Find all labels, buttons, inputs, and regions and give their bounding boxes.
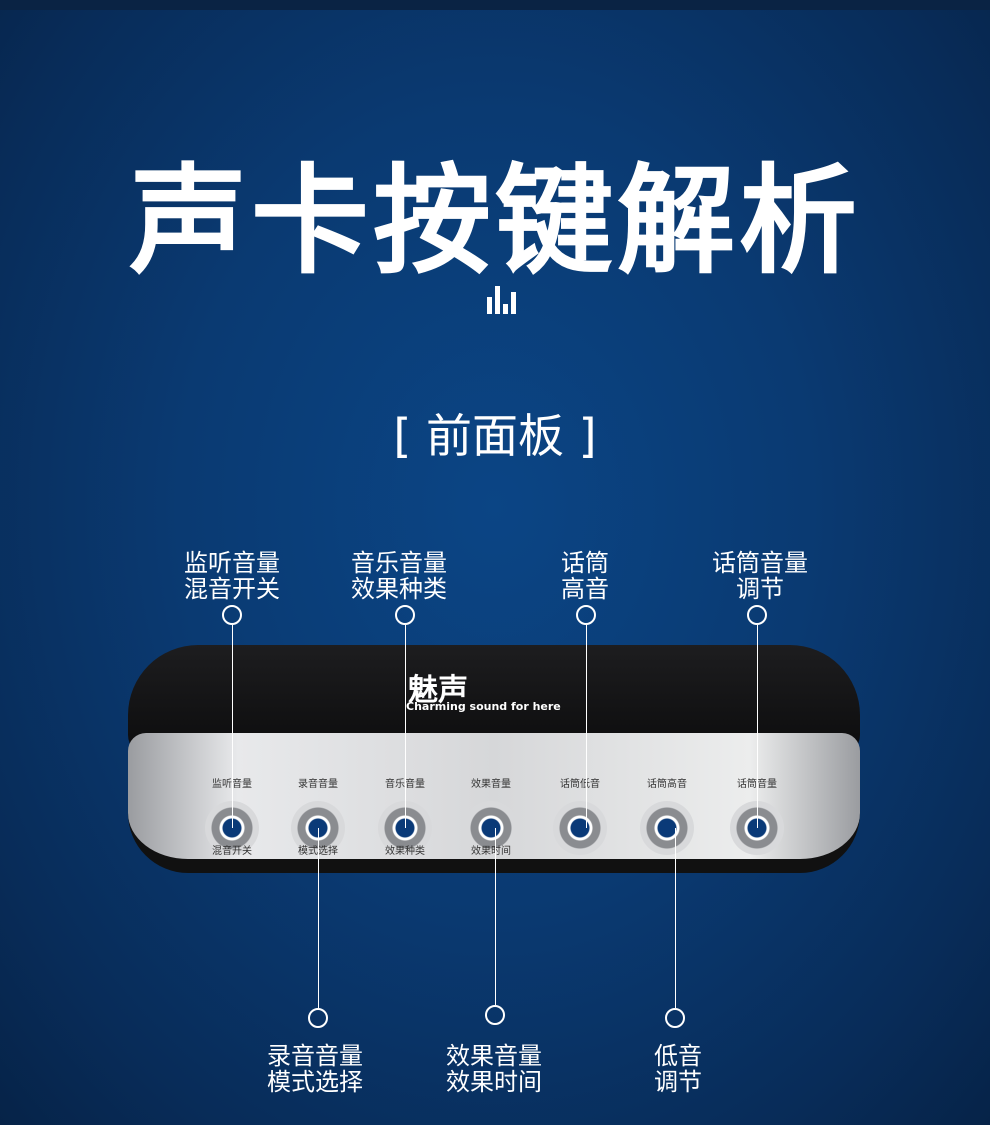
callout-line1: 低音: [654, 1042, 702, 1070]
callout-label: 监听音量混音开关: [162, 550, 302, 602]
knob-label-top: 效果音量: [471, 779, 511, 790]
callout-line1: 录音音量: [267, 1042, 363, 1070]
knob-label-bottom: 效果种类: [385, 846, 425, 857]
callout-line1: 话筒音量: [712, 549, 808, 577]
brand-tagline: Charming sound for here: [406, 700, 561, 713]
callout-label: 音乐音量效果种类: [329, 550, 469, 602]
equalizer-icon: [487, 286, 517, 314]
knob-label-bottom: 混音开关: [212, 846, 252, 857]
callout-line2: 效果时间: [446, 1068, 542, 1096]
callout-marker: [665, 1008, 685, 1028]
callout-marker: [395, 605, 415, 625]
callout-marker: [308, 1008, 328, 1028]
callout-line: [405, 625, 406, 828]
page-title: 声卡按键解析: [128, 152, 861, 290]
top-strip: [0, 0, 990, 10]
callout-line2: 调节: [736, 575, 784, 603]
callout-line: [675, 828, 676, 1008]
callout-label: 话筒音量调节: [690, 550, 830, 602]
callout-line: [232, 625, 233, 828]
callout-marker: [222, 605, 242, 625]
callout-line2: 高音: [561, 575, 609, 603]
callout-line2: 模式选择: [267, 1068, 363, 1096]
knob-label-top: 录音音量: [298, 779, 338, 790]
section-heading: [ 前面板 ]: [393, 409, 597, 463]
callout-line2: 混音开关: [184, 575, 280, 603]
callout-line1: 监听音量: [184, 549, 280, 577]
callout-marker: [485, 1005, 505, 1025]
callout-line1: 效果音量: [446, 1042, 542, 1070]
knob-label-top: 话筒高音: [647, 779, 687, 790]
callout-label: 话筒高音: [515, 550, 655, 602]
callout-line2: 效果种类: [351, 575, 447, 603]
callout-label: 低音调节: [608, 1043, 748, 1095]
callout-line: [757, 625, 758, 828]
callout-line: [318, 828, 319, 1008]
knob-label-top: 话筒低音: [560, 779, 600, 790]
knob-label-bottom: 效果时间: [471, 846, 511, 857]
callout-label: 效果音量效果时间: [424, 1043, 564, 1095]
knob-effect-volume[interactable]: [464, 801, 518, 855]
knob-mic-bass[interactable]: [553, 801, 607, 855]
brand-logo: 魅声: [408, 673, 468, 708]
callout-line: [495, 828, 496, 1005]
callout-line: [586, 625, 587, 828]
callout-marker: [747, 605, 767, 625]
callout-label: 录音音量模式选择: [245, 1043, 385, 1095]
callout-line1: 话筒: [561, 549, 609, 577]
callout-marker: [576, 605, 596, 625]
knob-mic-treble[interactable]: [640, 801, 694, 855]
sound-card-device: 魅声 Charming sound for here 监听音量 录音音量 音乐音…: [128, 645, 860, 890]
callout-line1: 音乐音量: [351, 549, 447, 577]
callout-line2: 调节: [654, 1068, 702, 1096]
